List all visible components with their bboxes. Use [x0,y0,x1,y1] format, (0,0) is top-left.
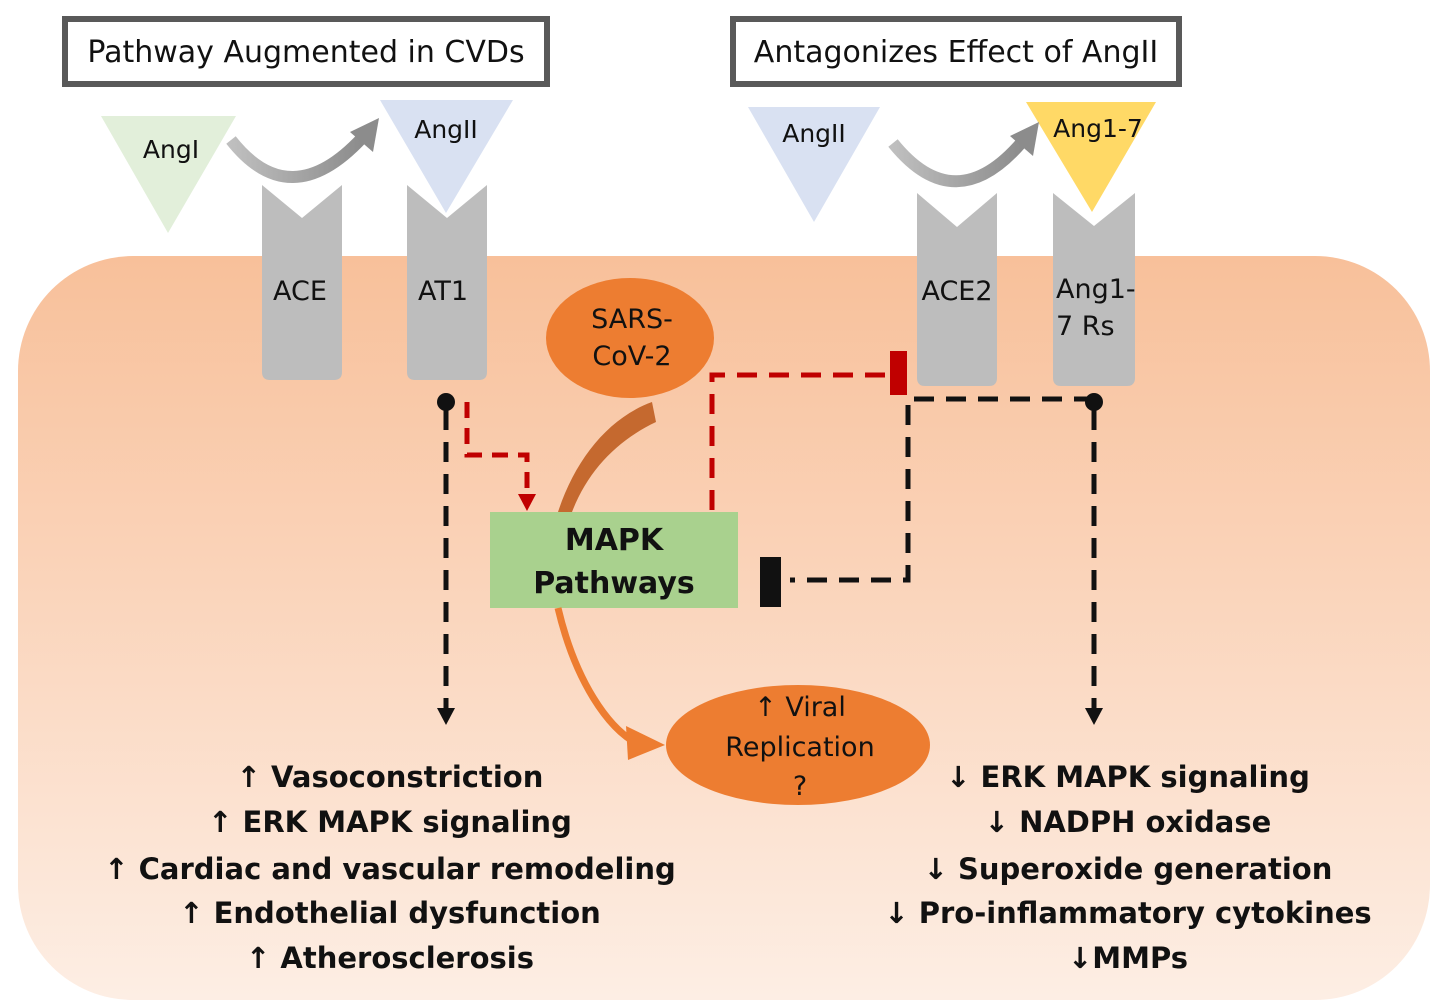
ace2-conversion-arrow [888,122,1039,188]
header-right: Antagonizes Effect of AngII [730,16,1182,87]
ligand-angII-left-label: AngII [414,115,478,144]
header-left-label: Pathway Augmented in CVDs [87,35,524,70]
receptor-ang17rs-label-line2: 7 Rs [1056,311,1115,342]
receptor-ang17rs-label-line1: Ang1- [1056,274,1136,305]
at1-signaling-arrow [437,393,455,725]
ligand-angII-right-label: AngII [782,119,846,148]
left-effect-item: ↑ ERK MAPK signaling [208,805,572,839]
mapk-label-line2: Pathways [533,566,695,601]
receptor-at1-label: AT1 [418,276,468,307]
right-effect-item: ↓MMPs [1068,941,1188,975]
mapk-to-replication-arrow [554,607,665,760]
ligand-angI-label: AngI [143,135,199,164]
virus-to-mapk-arrow [558,402,656,512]
virus-sars-cov-2: SARS- CoV-2 [546,278,714,398]
ace-conversion-arrow [226,118,379,183]
mapk-inhibits-ace2-red [709,351,907,510]
receptor-ace2: ACE2 [917,193,997,386]
replication-label-line3: ? [793,771,807,802]
ligand-angII-left: AngII [380,100,513,213]
receptor-ang17rs: Ang1- 7 Rs [1053,193,1136,386]
receptor-ace: ACE [262,185,342,380]
ligand-angII-right: AngII [748,107,880,222]
right-effect-item: ↓ Superoxide generation [924,852,1333,886]
ligand-ang17-label: Ang1-7 [1053,114,1143,143]
left-effect-item: ↑ Atherosclerosis [246,941,534,975]
right-effect-item: ↓ ERK MAPK signaling [946,760,1310,794]
receptor-at1: AT1 [407,185,487,380]
right-effect-item: ↓ NADPH oxidase [985,805,1272,839]
ligand-ang17: Ang1-7 [1026,102,1156,212]
header-right-label: Antagonizes Effect of AngII [754,35,1158,70]
receptor-ace2-label: ACE2 [921,276,992,307]
left-effect-item: ↑ Cardiac and vascular remodeling [104,852,675,886]
right-effects-list: ↓ ERK MAPK signaling ↓ NADPH oxidase ↓ S… [884,760,1371,975]
left-effect-item: ↑ Vasoconstriction [237,760,544,794]
left-effect-item: ↑ Endothelial dysfunction [179,896,601,930]
right-effect-item: ↓ Pro-inflammatory cytokines [884,896,1371,930]
replication-label-line2: Replication [725,732,874,763]
replication-label-line1: ↑ Viral [754,692,846,723]
header-left: Pathway Augmented in CVDs [62,16,550,87]
virus-label-line2: CoV-2 [592,341,671,372]
viral-replication: ↑ Viral Replication ? [666,685,930,805]
cell-membrane [18,256,1430,1000]
at1-to-mapk-red-arrow [464,402,536,511]
left-effects-list: ↑ Vasoconstriction ↑ ERK MAPK signaling … [104,760,675,975]
receptor-ace-label: ACE [273,276,327,307]
ang17rs-signaling-arrow [1085,393,1103,725]
mapk-label-line1: MAPK [565,523,665,558]
virus-label-line1: SARS- [591,304,673,335]
mapk-pathways-box: MAPK Pathways [490,512,738,608]
ang17-inhibits-mapk-black [760,396,1094,607]
ligand-angI: AngI [101,116,236,233]
